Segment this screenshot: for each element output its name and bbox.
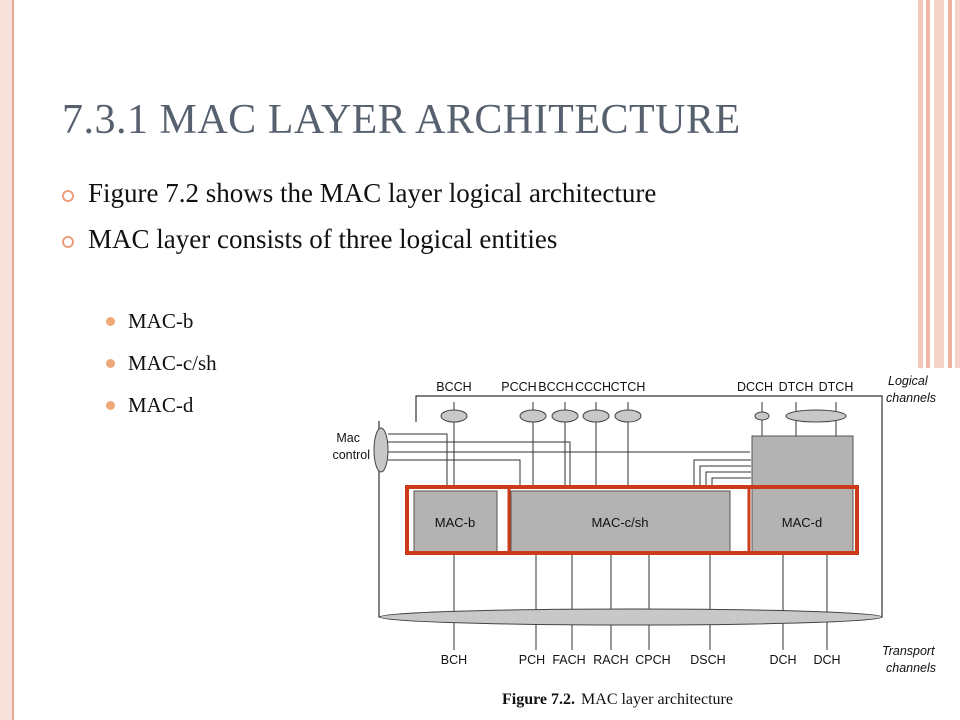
sub-bullet-mac-b: MAC-b	[106, 308, 217, 334]
mac-d-label: MAC-d	[782, 515, 822, 530]
bullet-figure-intro: Figure 7.2 shows the MAC layer logical a…	[60, 176, 760, 210]
left-accent-bar	[0, 0, 14, 720]
logical-ch-pcch: PCCH	[501, 380, 536, 394]
sub-bullet-mac-csh: MAC-c/sh	[106, 350, 217, 376]
bullet-list: Figure 7.2 shows the MAC layer logical a…	[60, 176, 760, 268]
mac-csh-box	[510, 490, 731, 553]
transport-ch-bch: BCH	[441, 653, 467, 667]
mac-b-label: MAC-b	[435, 515, 475, 530]
mac-control-label: Mac	[336, 431, 360, 445]
transport-ch-cpch: CPCH	[635, 653, 670, 667]
transport-ch-pch: PCH	[519, 653, 545, 667]
logical-ch-dcch: DCCH	[737, 380, 773, 394]
transport-ch-dch: DCH	[769, 653, 796, 667]
logical-ch-dtch: DTCH	[779, 380, 814, 394]
transport-channels-label-2: channels	[886, 661, 936, 675]
logical-ch-bcch-2: BCCH	[538, 380, 573, 394]
bullet-entities: MAC layer consists of three logical enti…	[60, 222, 760, 256]
logical-ch-dtch-2: DTCH	[819, 380, 854, 394]
mac-csh-label: MAC-c/sh	[591, 515, 648, 530]
sub-bullet-list: MAC-b MAC-c/sh MAC-d	[106, 308, 217, 434]
logical-ch-ccch: CCCH	[575, 380, 611, 394]
mac-control-label-2: control	[332, 448, 370, 462]
slide-title: 7.3.1 MAC LAYER ARCHITECTURE	[62, 97, 741, 143]
figure-caption-text: MAC layer architecture	[581, 691, 733, 708]
transport-ch-dsch: DSCH	[690, 653, 725, 667]
transport-ch-rach: RACH	[593, 653, 628, 667]
figure-caption: Figure 7.2. MAC layer architecture	[502, 691, 733, 709]
mac-b-box	[413, 490, 498, 553]
transport-ch-fach: FACH	[552, 653, 585, 667]
figure-caption-label: Figure 7.2.	[502, 691, 576, 708]
entities-highlight	[405, 485, 859, 555]
logical-ch-ctch: CTCH	[611, 380, 646, 394]
sub-bullet-mac-d: MAC-d	[106, 392, 217, 418]
mac-architecture-diagram: MAC-b MAC-c/sh MAC-d BCCH PCCH BCCH CCCH…	[332, 374, 936, 675]
right-accent-stripes	[918, 0, 960, 368]
transport-ch-dch-2: DCH	[813, 653, 840, 667]
transport-channels-label: Transport	[882, 644, 935, 658]
logical-channels-label: Logical	[888, 374, 929, 388]
logical-channels-label-2: channels	[886, 391, 936, 405]
mac-d-box	[751, 435, 854, 553]
logical-ch-bcch: BCCH	[436, 380, 471, 394]
